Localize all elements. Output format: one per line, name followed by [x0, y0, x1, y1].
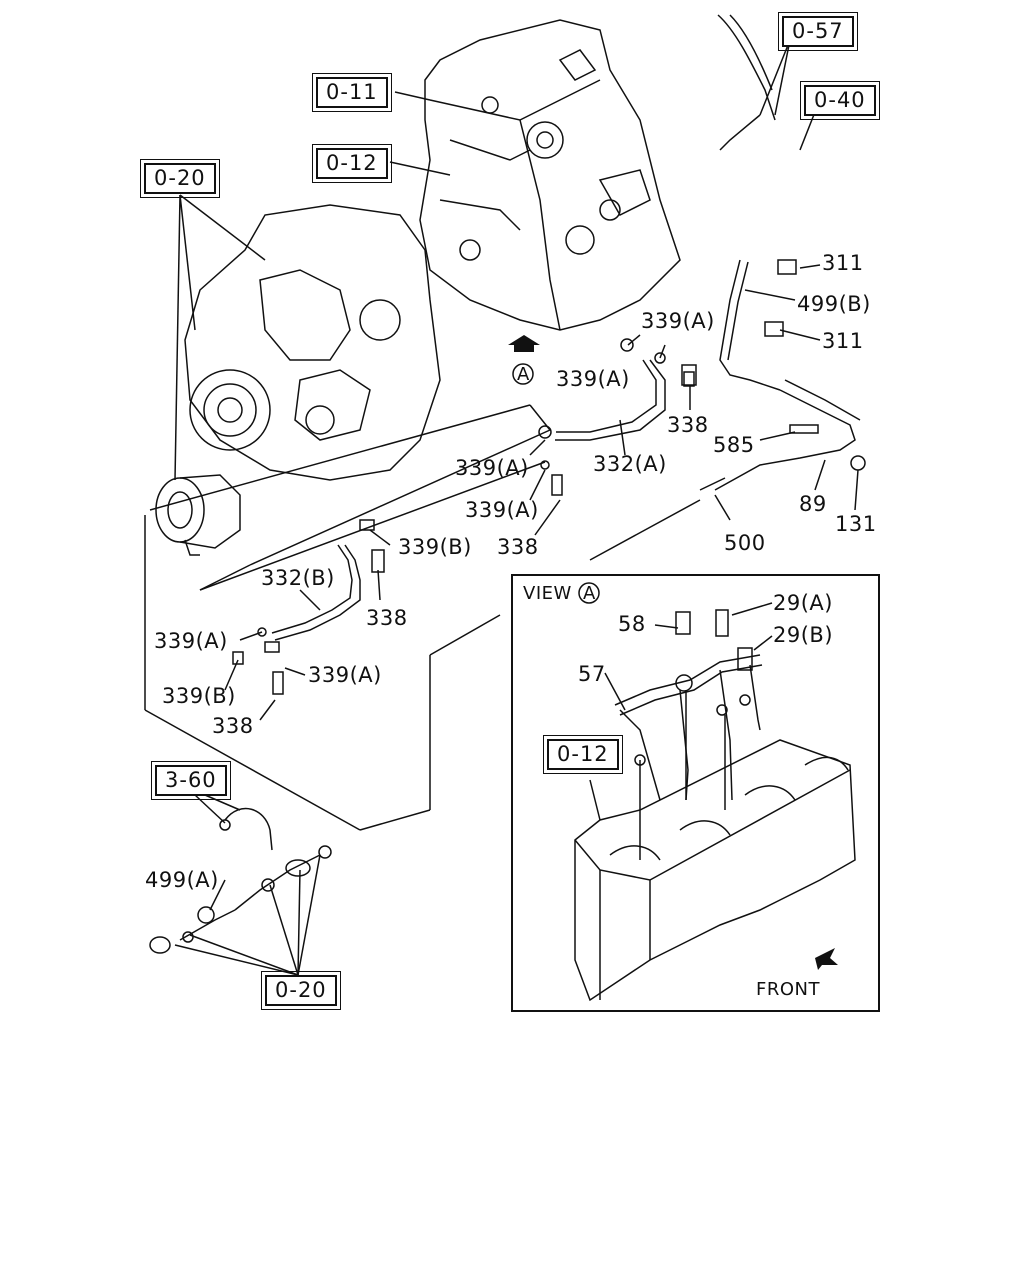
view-direction-arrow	[508, 335, 540, 385]
vacuum-pump-drawing	[155, 474, 241, 556]
ref-box-0-40: 0-40	[800, 81, 880, 120]
part-label-332a: 332(A)	[593, 452, 667, 476]
part-label-311-mid: 311	[822, 329, 864, 353]
view-a-label-29a: 29(A)	[773, 591, 833, 615]
part-label-499a: 499(A)	[145, 868, 219, 892]
view-a-block-drawing	[574, 582, 856, 1002]
part-label-499b: 499(B)	[797, 292, 871, 316]
ref-box-0-11: 0-11	[312, 73, 392, 112]
part-label-339a-5: 339(A)	[154, 629, 228, 653]
front-cover-drawing	[184, 204, 441, 481]
view-a-frame	[511, 574, 880, 1012]
view-a-label-29b: 29(B)	[773, 623, 834, 647]
part-label-339a-1: 339(A)	[641, 309, 715, 333]
part-label-338-4: 338	[212, 714, 254, 738]
part-label-585: 585	[713, 433, 755, 457]
bolts-fittings-drawing	[232, 259, 866, 695]
view-arrow-marker-letter: A	[517, 364, 530, 385]
ref-box-0-20-bottom: 0-20	[261, 971, 341, 1010]
part-label-131: 131	[835, 512, 877, 536]
part-label-311-top: 311	[822, 251, 864, 275]
part-label-338-3: 338	[366, 606, 408, 630]
view-a-label-58: 58	[618, 612, 646, 636]
part-label-338-1: 338	[667, 413, 709, 437]
part-label-339a-4: 339(A)	[465, 498, 539, 522]
leader-lines	[174, 39, 859, 976]
part-label-338-2: 338	[497, 535, 539, 559]
view-a-front-label: FRONT	[756, 979, 820, 1000]
cylinder-block-drawing	[419, 19, 681, 331]
ref-box-0-12: 0-12	[312, 144, 392, 183]
part-label-339a-3: 339(A)	[455, 456, 529, 480]
part-label-332b: 332(B)	[261, 566, 335, 590]
part-label-500: 500	[724, 531, 766, 555]
view-a-title: VIEW	[523, 583, 572, 604]
ref-box-0-12-view: 0-12	[543, 735, 623, 774]
part-label-89: 89	[799, 492, 827, 516]
part-label-339b-2: 339(B)	[162, 684, 236, 708]
part-label-339a-2: 339(A)	[556, 367, 630, 391]
pipes-drawing	[149, 14, 861, 954]
ref-box-0-57: 0-57	[778, 12, 858, 51]
view-a-marker-letter: A	[583, 583, 596, 604]
ref-box-3-60: 3-60	[151, 761, 231, 800]
view-a-label-57: 57	[578, 662, 606, 686]
ref-box-0-20-top: 0-20	[140, 159, 220, 198]
part-label-339a-6: 339(A)	[308, 663, 382, 687]
view-a-leaders	[589, 602, 773, 821]
reference-lines	[144, 404, 701, 831]
part-label-339b-1: 339(B)	[398, 535, 472, 559]
